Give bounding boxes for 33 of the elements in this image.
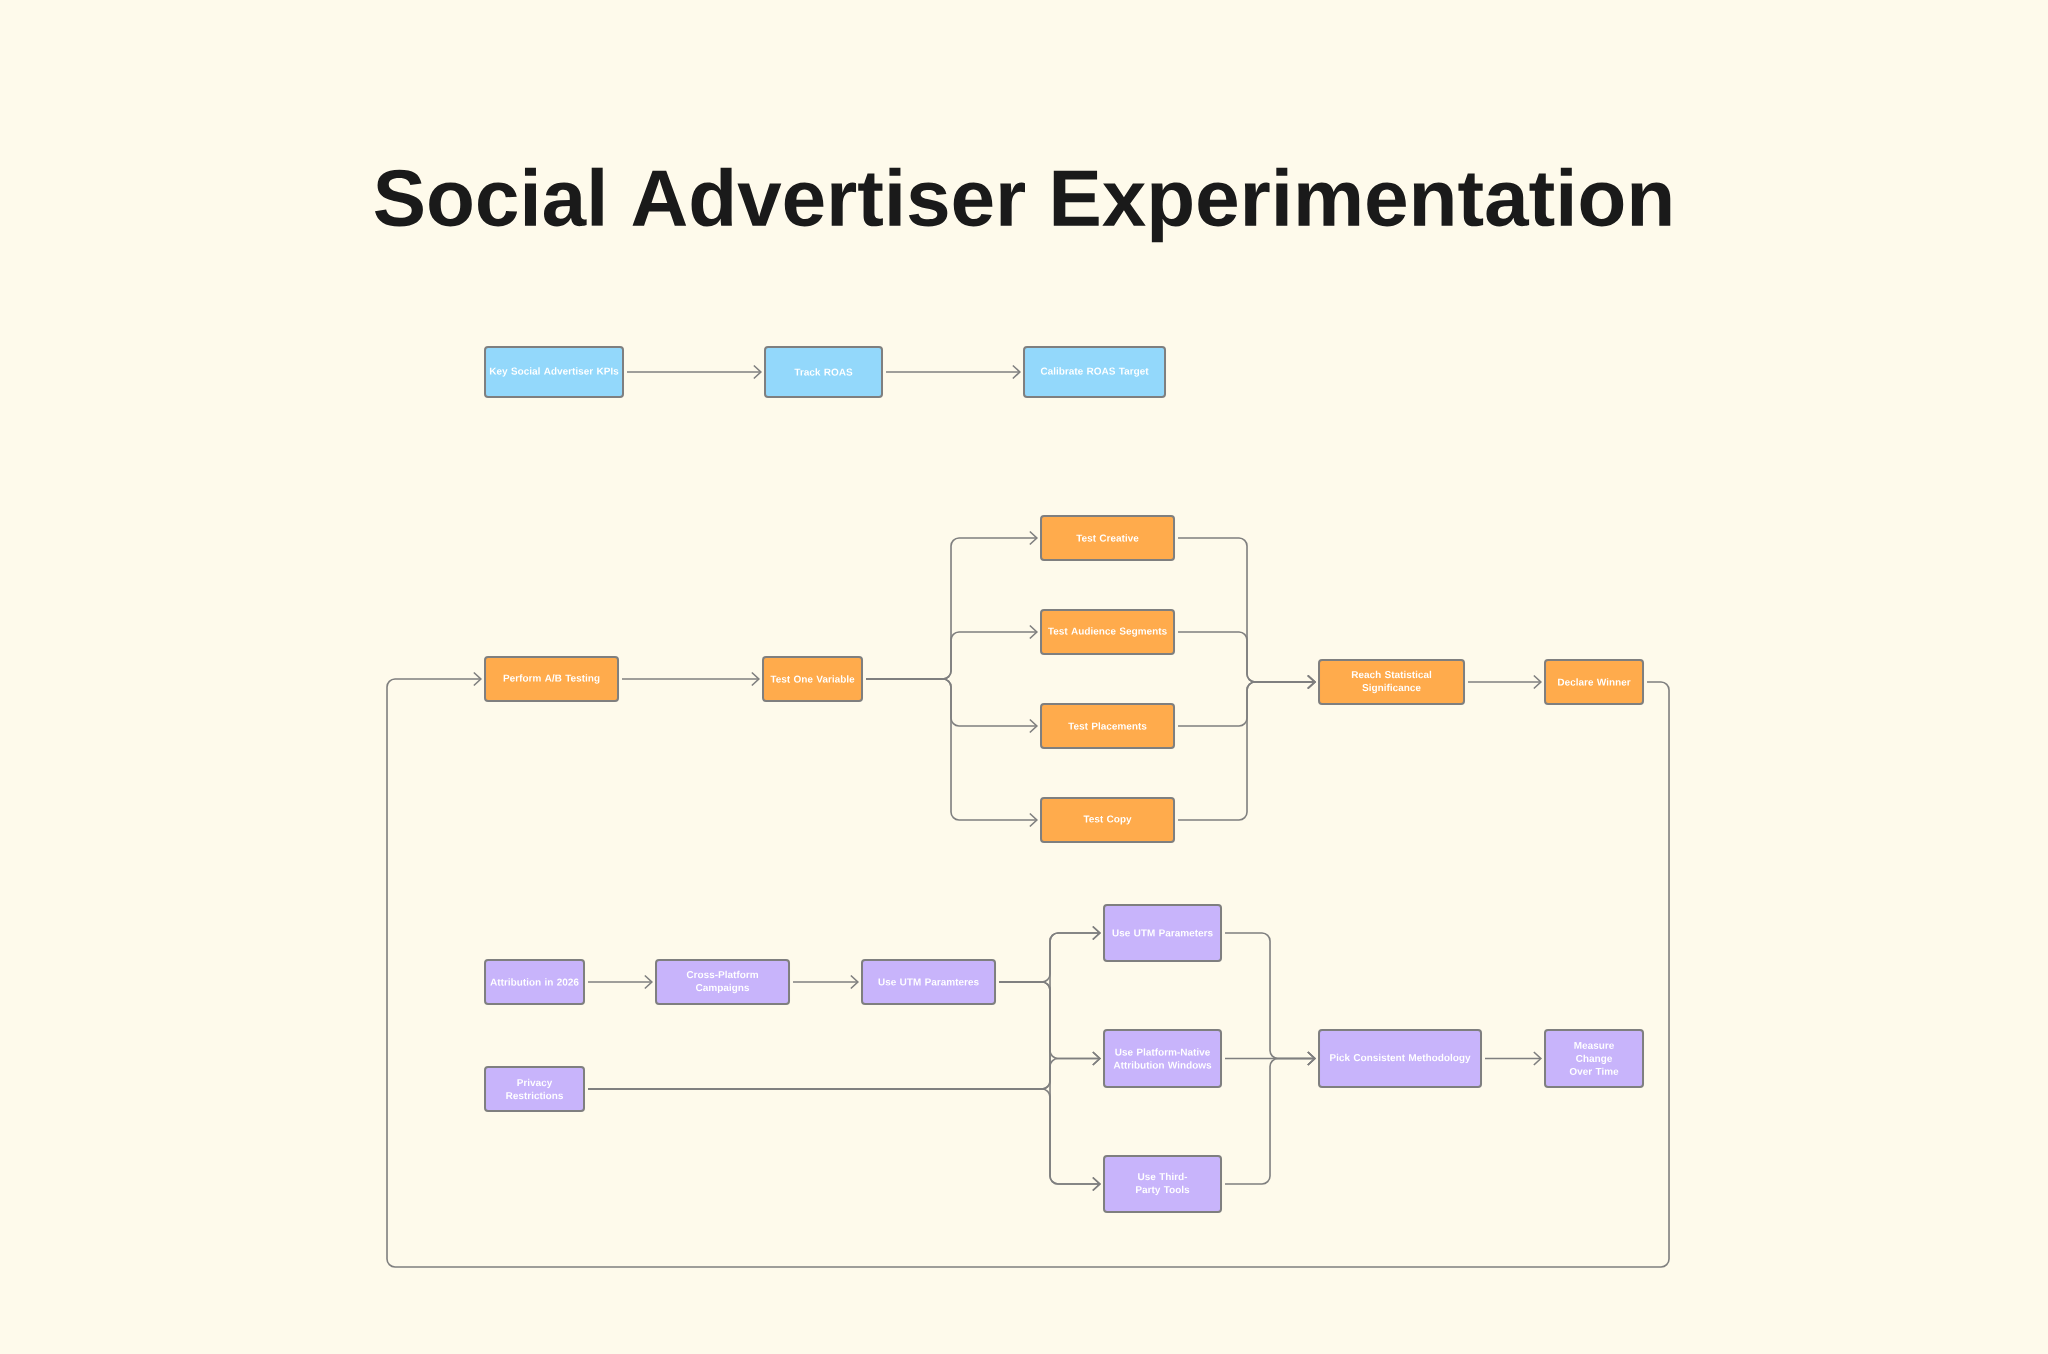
process-box: Use Third-Party Tools xyxy=(1103,1155,1222,1213)
arrow xyxy=(792,974,859,990)
process-box: Measure Change Over Time xyxy=(1544,1029,1644,1088)
process-box: Track ROAS xyxy=(764,346,883,398)
arrow xyxy=(1224,1051,1316,1185)
arrow xyxy=(587,974,653,990)
process-box: Use UTM Parameters xyxy=(1103,904,1222,962)
process-box: Test Copy xyxy=(1040,797,1175,843)
arrow xyxy=(865,678,1038,828)
process-box: Calibrate ROAS Target xyxy=(1023,346,1166,398)
process-box: Cross-Platform Campaigns xyxy=(655,959,790,1005)
arrow xyxy=(587,1088,1101,1192)
arrow xyxy=(1467,674,1542,690)
arrow xyxy=(621,671,760,687)
process-box: Pick Consistent Methodology xyxy=(1318,1029,1482,1088)
title: Social Advertiser Experimentation xyxy=(375,167,1671,243)
process-box: Test Creative xyxy=(1040,515,1175,561)
arrow xyxy=(1484,1051,1542,1066)
process-box: Declare Winner xyxy=(1544,659,1644,705)
process-box: Test One Variable xyxy=(762,656,863,702)
process-box: Key Social Advertiser KPIs xyxy=(484,346,624,398)
process-box: Perform A/B Testing xyxy=(484,656,619,702)
process-box: Reach Statistical Significance xyxy=(1318,659,1465,705)
arrow xyxy=(386,671,1670,1268)
process-box: Test Placements xyxy=(1040,703,1175,749)
arrow xyxy=(1177,674,1316,821)
process-box: Use Platform-Native Attribution Windows xyxy=(1103,1029,1222,1088)
process-box: Test Audience Segments xyxy=(1040,609,1175,655)
arrow xyxy=(626,364,762,380)
process-box: Attribution in 2026 xyxy=(484,959,585,1005)
process-box: Privacy Restrictions xyxy=(484,1066,585,1112)
process-box: Use UTM Paramteres xyxy=(861,959,996,1005)
arrow xyxy=(885,364,1021,380)
